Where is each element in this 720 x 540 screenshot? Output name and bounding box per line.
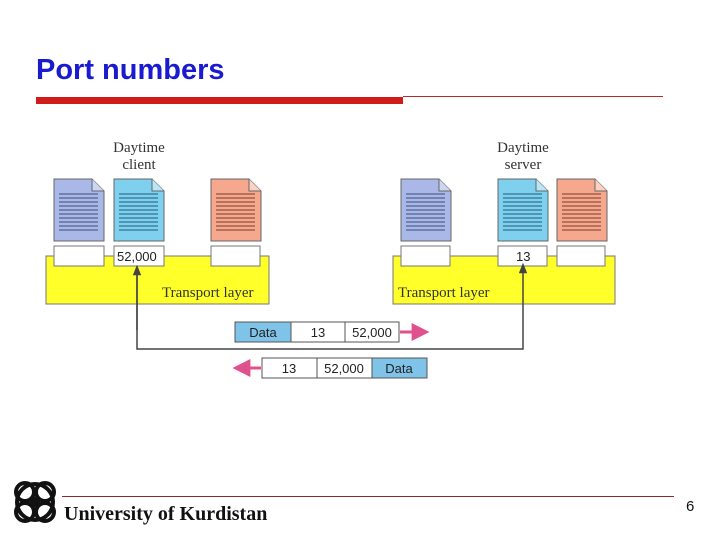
request-src-port: 52,000 <box>352 325 392 340</box>
client-port-number: 52,000 <box>117 249 157 264</box>
server-port-box-empty-2 <box>556 245 606 267</box>
client-port-box: 52,000 <box>113 245 165 267</box>
university-logo <box>14 481 56 523</box>
document-icon <box>53 178 105 242</box>
slide-title: Port numbers <box>36 54 225 86</box>
response-data-label: Data <box>385 361 413 376</box>
client-port-box-empty-1 <box>53 245 105 267</box>
request-dest-port: 13 <box>311 325 325 340</box>
server-layer-label: Transport layer <box>398 285 490 301</box>
request-data-label: Data <box>249 325 277 340</box>
server-label-line1: Daytime <box>497 140 549 156</box>
document-icon <box>400 178 452 242</box>
document-icon <box>497 178 549 242</box>
client-port-box-empty-2 <box>210 245 261 267</box>
server-port-box-empty-1 <box>400 245 451 267</box>
page-number: 6 <box>686 498 695 515</box>
server-port-number: 13 <box>516 249 530 264</box>
response-src-port: 52,000 <box>324 361 364 376</box>
client-label-line2: client <box>122 157 156 173</box>
client-label-line1: Daytime <box>113 140 165 156</box>
document-icon <box>113 178 165 242</box>
title-accent-bar <box>36 97 403 104</box>
document-icon <box>556 178 608 242</box>
title-underline <box>403 96 663 97</box>
request-packet: Data 13 52,000 <box>234 321 430 343</box>
response-dest-port: 13 <box>282 361 296 376</box>
server-port-box: 13 <box>497 245 548 267</box>
client-layer-label: Transport layer <box>162 285 254 301</box>
document-icon <box>210 178 262 242</box>
server-label-line2: server <box>505 157 542 173</box>
response-packet: 13 52,000 Data <box>232 357 428 379</box>
footer-university-name: University of Kurdistan <box>64 503 268 525</box>
footer-divider <box>62 496 674 497</box>
